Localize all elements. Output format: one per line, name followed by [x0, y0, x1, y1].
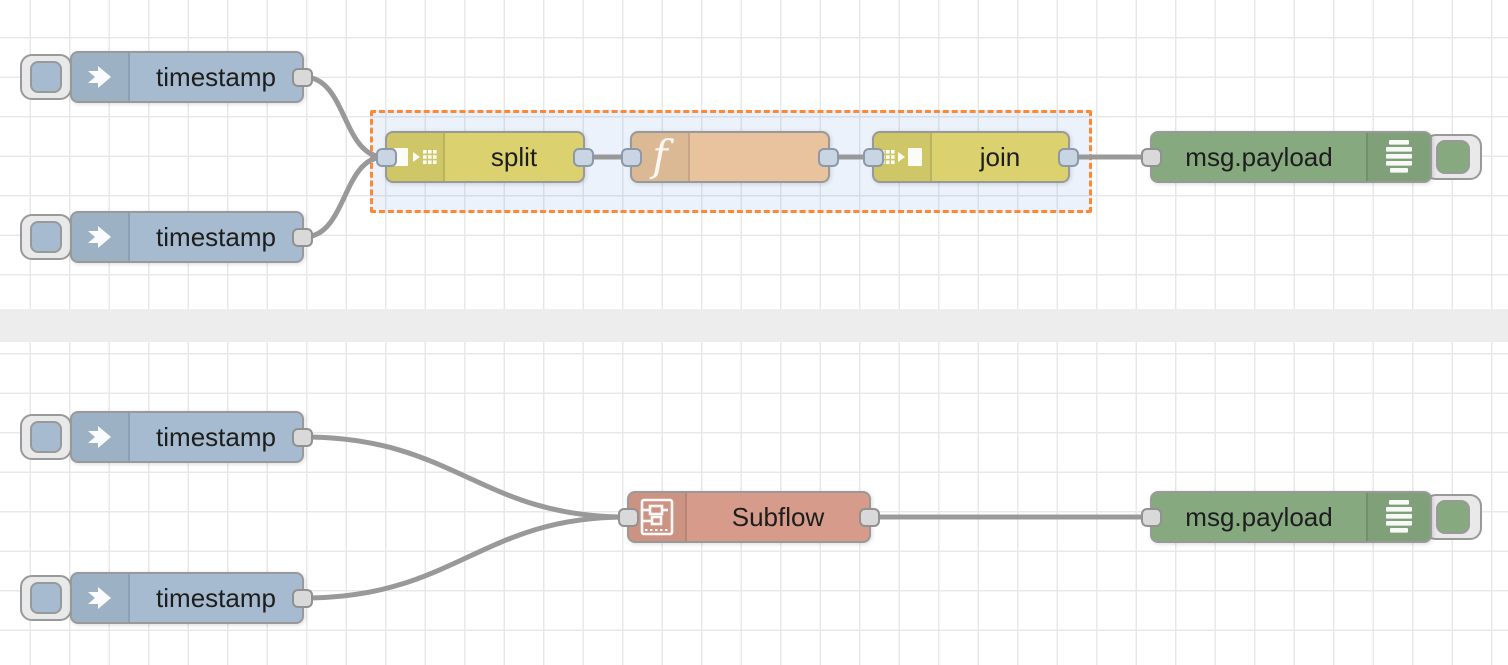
inject-button[interactable]: [20, 214, 72, 260]
node-join-1[interactable]: join: [863, 131, 1079, 183]
node-inject-3[interactable]: timestamp: [70, 411, 313, 463]
inject-button-pad[interactable]: [30, 221, 62, 253]
input-port[interactable]: [863, 147, 884, 167]
wire[interactable]: [301, 434, 629, 520]
input-port[interactable]: [376, 147, 397, 167]
inject-button-pad[interactable]: [30, 582, 62, 614]
node-label: msg.payload: [1185, 502, 1333, 532]
node-debug-2[interactable]: msg.payload: [1141, 491, 1432, 543]
debug-toggle-pad[interactable]: [1436, 140, 1470, 174]
wire[interactable]: [301, 154, 387, 240]
debug-toggle-button[interactable]: [1424, 494, 1482, 540]
inject-arrow-icon: [72, 213, 130, 261]
node-label: Subflow: [731, 502, 825, 532]
node-function-1[interactable]: f: [621, 131, 839, 183]
node-label: join: [979, 142, 1021, 172]
debug-list-icon: [1366, 493, 1430, 541]
node-label: [690, 133, 828, 181]
input-port[interactable]: [1141, 147, 1162, 167]
wire[interactable]: [301, 514, 629, 601]
output-port[interactable]: [292, 427, 313, 447]
debug-list-icon: [1366, 133, 1430, 181]
output-port[interactable]: [818, 147, 839, 167]
output-port[interactable]: [292, 588, 313, 608]
debug-toggle-pad[interactable]: [1436, 500, 1470, 534]
node-subflow-1[interactable]: Subflow: [618, 491, 880, 543]
node-inject-2[interactable]: timestamp: [70, 211, 313, 263]
output-port[interactable]: [573, 147, 594, 167]
input-port[interactable]: [621, 147, 642, 167]
debug-toggle-button[interactable]: [1424, 134, 1482, 180]
inject-button-pad[interactable]: [30, 421, 62, 453]
node-label: timestamp: [156, 222, 276, 252]
input-port[interactable]: [1141, 507, 1162, 527]
node-split-1[interactable]: split: [376, 131, 594, 183]
node-label: split: [490, 142, 538, 172]
node-debug-1[interactable]: msg.payload: [1141, 131, 1432, 183]
section-separator: [0, 309, 1508, 342]
output-port[interactable]: [292, 227, 313, 247]
inject-arrow-icon: [72, 413, 130, 461]
inject-button-pad[interactable]: [30, 61, 62, 93]
node-label: timestamp: [156, 422, 276, 452]
node-label: msg.payload: [1185, 142, 1333, 172]
node-label: timestamp: [156, 583, 276, 613]
inject-button[interactable]: [20, 54, 72, 100]
node-inject-4[interactable]: timestamp: [70, 572, 313, 624]
output-port[interactable]: [292, 67, 313, 87]
inject-arrow-icon: [72, 574, 130, 622]
output-port[interactable]: [1058, 147, 1079, 167]
node-label: timestamp: [156, 62, 276, 92]
svg-text:f: f: [649, 134, 674, 180]
node-inject-1[interactable]: timestamp: [70, 51, 313, 103]
wire[interactable]: [301, 74, 387, 160]
inject-arrow-icon: [72, 53, 130, 101]
output-port[interactable]: [859, 507, 880, 527]
inject-button[interactable]: [20, 414, 72, 460]
split-icon: [387, 133, 445, 181]
input-port[interactable]: [618, 507, 639, 527]
